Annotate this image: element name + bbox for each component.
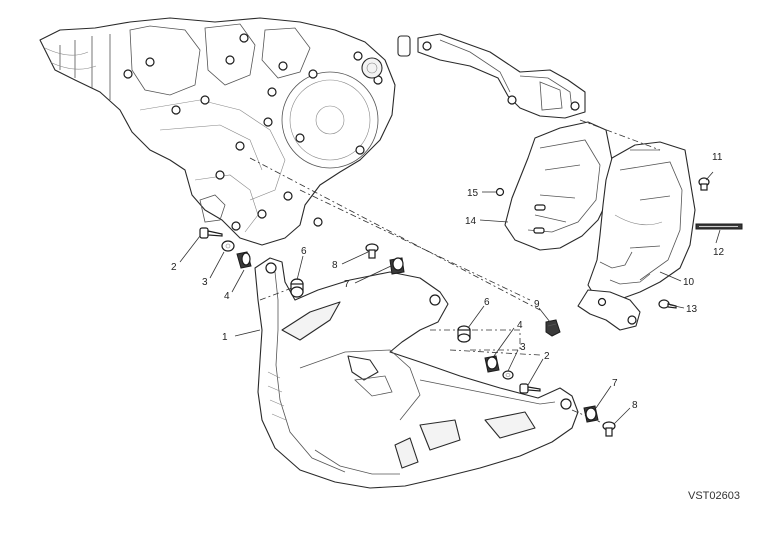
callout-2-right: 2	[544, 351, 550, 362]
spacer-icon-2	[457, 325, 471, 343]
callout-6-right: 6	[484, 297, 490, 308]
screw-icon	[365, 243, 379, 259]
callout-4-right: 4	[517, 320, 523, 331]
callout-10: 10	[683, 277, 695, 288]
washer-icon-2	[502, 370, 514, 380]
engine-block	[39, 17, 411, 246]
leader-lines	[179, 171, 721, 425]
callout-11: 11	[712, 152, 723, 163]
callout-14: 14	[465, 216, 477, 227]
clip-icon	[545, 319, 561, 337]
callout-8: 8	[332, 260, 338, 271]
heat-guard-assembly	[577, 141, 743, 331]
screw-icon-4	[658, 299, 677, 309]
callout-7-right: 7	[612, 378, 618, 389]
washer-icon	[221, 240, 235, 252]
callout-13: 13	[686, 304, 698, 315]
callout-6: 6	[301, 246, 307, 257]
rubber-mount-icon	[389, 257, 405, 275]
screw-icon-3	[698, 177, 710, 191]
engine-bolt-icon	[123, 33, 383, 231]
bolt-icon-2	[519, 383, 541, 394]
screw-icon-2	[602, 421, 616, 437]
bolt-icon	[199, 227, 223, 239]
decal-strip	[695, 223, 743, 230]
frame-bracket	[417, 33, 586, 119]
assembly-lines	[249, 119, 661, 423]
heat-shield-outer	[504, 121, 613, 251]
grommet-icon-2	[484, 355, 500, 373]
spacer-icon	[290, 278, 304, 298]
nut-icon	[495, 187, 505, 197]
callout-1: 1	[222, 332, 228, 343]
callout-7: 7	[344, 279, 350, 290]
callout-labels: 1 2 3 4 6 8 7 6 4 3 2 9 7 8 10 11 12 13 …	[171, 152, 725, 411]
rubber-mount-icon-2	[583, 405, 599, 423]
callout-15: 15	[467, 188, 479, 199]
skid-plate	[254, 257, 579, 489]
callout-4: 4	[224, 291, 230, 302]
callout-9: 9	[534, 299, 540, 310]
drawing-code: VST02603	[688, 490, 740, 502]
callout-2: 2	[171, 262, 177, 273]
callout-8-right: 8	[632, 400, 638, 411]
sprocket-icon	[361, 57, 383, 79]
callout-12: 12	[713, 247, 725, 258]
grommet-icon	[236, 251, 252, 269]
callout-3-right: 3	[520, 342, 526, 353]
callout-3: 3	[202, 277, 208, 288]
